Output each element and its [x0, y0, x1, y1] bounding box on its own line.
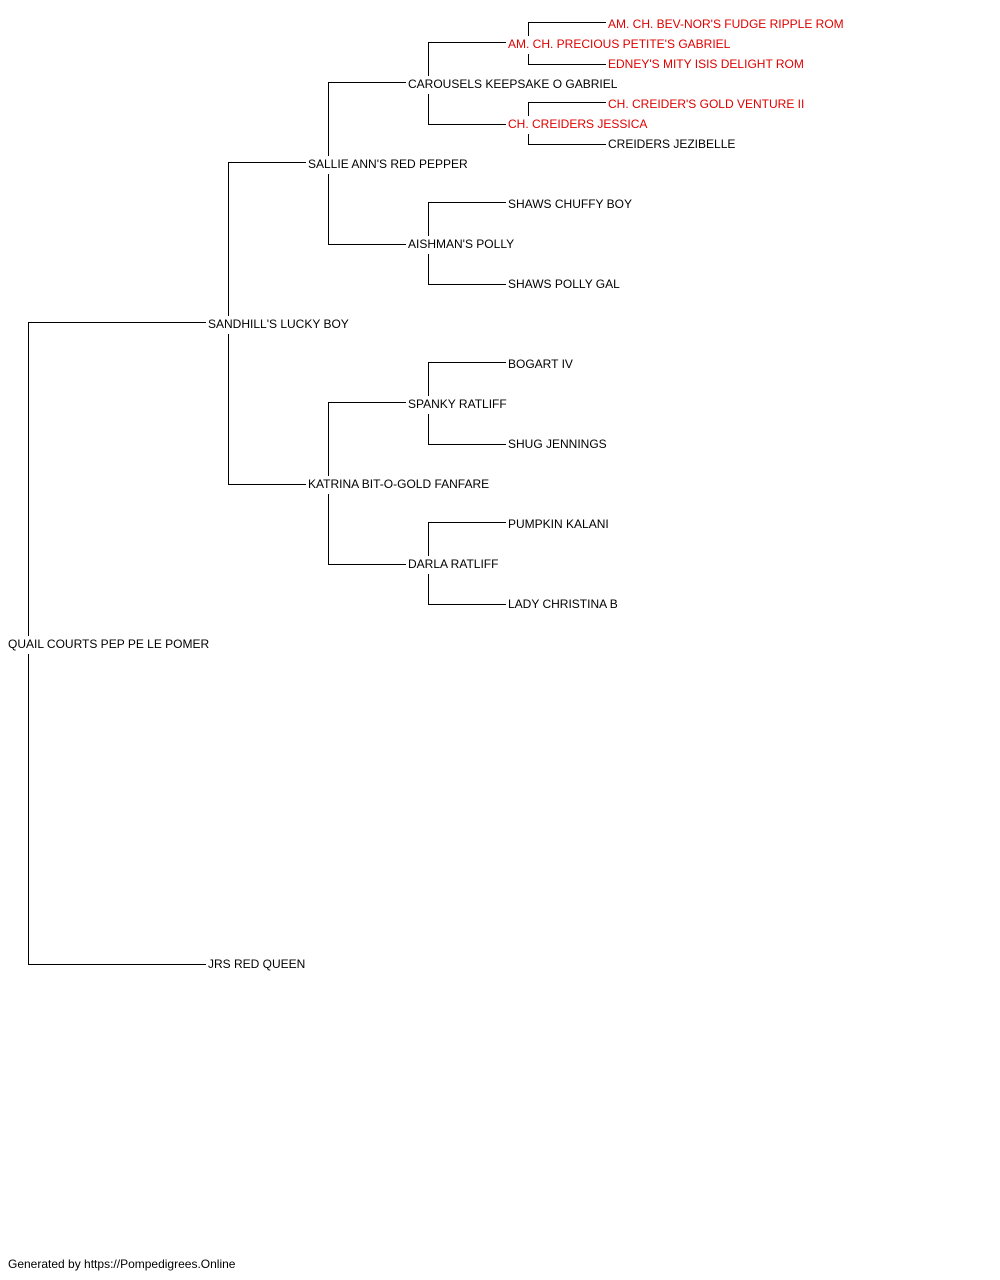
subject-name: QUAIL COURTS PEP PE LE POMER: [8, 637, 212, 651]
ancestor-name: LADY CHRISTINA B: [508, 597, 620, 611]
ancestor-name: SPANKY RATLIFF: [408, 397, 509, 411]
ancestor-name: SHAWS POLLY GAL: [508, 277, 622, 291]
ancestor-name: AM. CH. BEV-NOR'S FUDGE RIPPLE ROM: [608, 17, 846, 31]
ancestor-name: CAROUSELS KEEPSAKE O GABRIEL: [408, 77, 620, 91]
footer-credit: Generated by https://Pompedigrees.Online: [8, 1257, 236, 1271]
ancestor-name: EDNEY'S MITY ISIS DELIGHT ROM: [608, 57, 806, 71]
sire-sire-name: SALLIE ANN'S RED PEPPER: [308, 157, 470, 171]
ancestor-name: CH. CREIDER'S GOLD VENTURE II: [608, 97, 807, 111]
ancestor-name: DARLA RATLIFF: [408, 557, 501, 571]
ancestor-name: AISHMAN'S POLLY: [408, 237, 517, 251]
ancestor-name: AM. CH. PRECIOUS PETITE'S GABRIEL: [508, 37, 733, 51]
ancestor-name: PUMPKIN KALANI: [508, 517, 611, 531]
sire-dam-name: KATRINA BIT-O-GOLD FANFARE: [308, 477, 492, 491]
ancestor-name: CH. CREIDERS JESSICA: [508, 117, 650, 131]
ancestor-name: CREIDERS JEZIBELLE: [608, 137, 738, 151]
ancestor-name: BOGART IV: [508, 357, 575, 371]
ancestor-name: SHAWS CHUFFY BOY: [508, 197, 635, 211]
dam-name: JRS RED QUEEN: [208, 957, 308, 971]
sire-name: SANDHILL'S LUCKY BOY: [208, 317, 351, 331]
ancestor-name: SHUG JENNINGS: [508, 437, 609, 451]
